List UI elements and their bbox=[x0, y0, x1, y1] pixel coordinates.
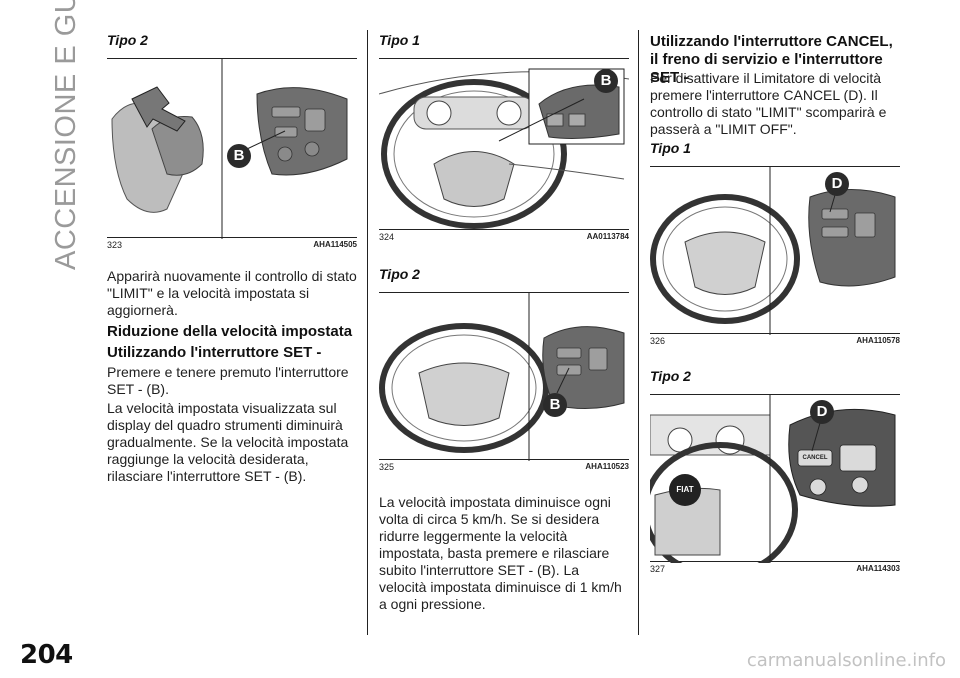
figure-number: 323 bbox=[107, 240, 123, 250]
subheading: Utilizzando l'interruttore CANCEL, il fr… bbox=[650, 33, 893, 86]
figure-number: 326 bbox=[650, 336, 666, 346]
figure-heading: Tipo 2 bbox=[379, 266, 420, 282]
figure-code: AA0113784 bbox=[586, 232, 629, 241]
figure-324: B 324 AA0113784 bbox=[379, 58, 629, 242]
paragraph: La velocità impostata visualizzata sul d… bbox=[107, 400, 349, 484]
figure-heading: Tipo 2 bbox=[650, 368, 691, 384]
steering-wheel-illustration bbox=[650, 167, 896, 335]
callout-label: D bbox=[816, 403, 828, 420]
figure-327: FIAT CANCEL D 327 AHA114303 bbox=[650, 394, 900, 574]
figure-heading: Tipo 1 bbox=[650, 140, 691, 156]
figure-number: 325 bbox=[379, 462, 395, 472]
steering-wheel-illustration bbox=[650, 395, 896, 563]
callout-label: B bbox=[233, 147, 245, 164]
figure-code: AHA114505 bbox=[313, 240, 357, 249]
watermark[interactable]: carmanualsonline.info bbox=[746, 650, 946, 671]
paragraph: Premere e tenere premuto l'interruttore … bbox=[107, 364, 349, 397]
figure-326: D 326 AHA110578 bbox=[650, 166, 900, 346]
paragraph: Per disattivare il Limitatore di velocit… bbox=[650, 70, 887, 137]
callout-label: B bbox=[549, 396, 561, 413]
column-divider bbox=[367, 30, 368, 635]
callout-label: D bbox=[831, 175, 843, 192]
figure-code: AHA114303 bbox=[856, 564, 900, 573]
steering-wheel-illustration bbox=[379, 68, 629, 229]
figure-heading: Tipo 1 bbox=[379, 32, 420, 48]
paragraph: Apparirà nuovamente il controllo di stat… bbox=[107, 268, 357, 318]
figure-number: 324 bbox=[379, 232, 395, 242]
steering-wheel-illustration bbox=[379, 293, 625, 461]
column-divider bbox=[638, 30, 639, 635]
figure-number: 327 bbox=[650, 564, 666, 574]
page-number: 204 bbox=[20, 640, 73, 670]
callout-label: B bbox=[600, 72, 612, 89]
figure-code: AHA110523 bbox=[585, 462, 629, 471]
section-title: ACCENSIONE E GUIDA bbox=[50, 0, 82, 270]
figure-325: B 325 AHA110523 bbox=[379, 292, 629, 472]
fiat-logo: FIAT bbox=[676, 485, 694, 494]
figure-heading: Tipo 2 bbox=[107, 32, 148, 48]
figure-323: B 323 AHA114505 bbox=[107, 58, 357, 250]
cancel-button-label: CANCEL bbox=[802, 455, 828, 461]
steering-switch-illustration bbox=[111, 59, 348, 239]
subheading: Utilizzando l'interruttore SET - bbox=[107, 344, 322, 361]
subheading: Riduzione della velocità impostata bbox=[107, 323, 353, 340]
figure-code: AHA110578 bbox=[856, 336, 900, 345]
paragraph: La velocità impostata diminuisce ogni vo… bbox=[379, 494, 622, 612]
